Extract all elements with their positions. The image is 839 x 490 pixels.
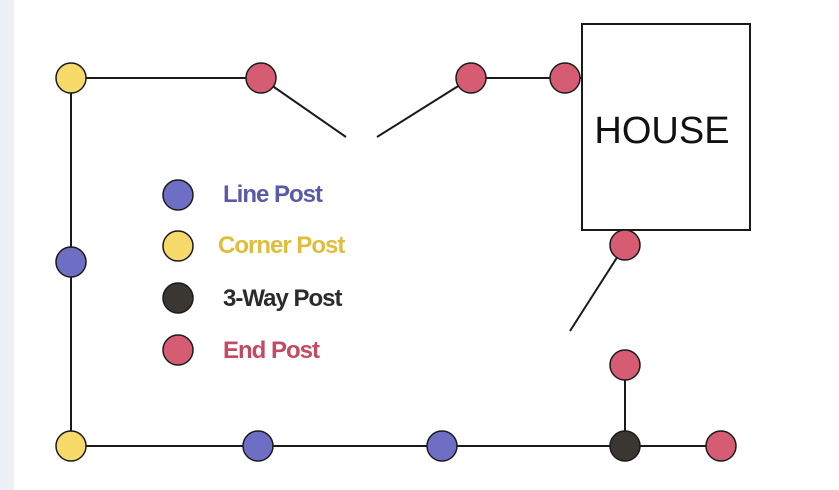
house-box (581, 23, 751, 231)
posts (55, 62, 737, 462)
line-post-left (55, 246, 87, 278)
gate-left-diagonal (260, 77, 347, 138)
legend-item-corner-post: Corner Post (162, 230, 346, 262)
end-post-top-gate-left (245, 62, 277, 94)
line-post-bottom-1 (242, 430, 274, 462)
left-edge-strip (0, 0, 14, 490)
gate-right-diagonal (376, 77, 472, 138)
line-post-bottom-2 (426, 430, 458, 462)
legend: Line Post Corner Post 3-Way Post End Pos… (162, 179, 346, 366)
three-way-post-bottom (609, 430, 641, 462)
house: HOUSE (581, 23, 751, 231)
legend-end-post-label: End Post (223, 337, 320, 364)
end-post-top-house (549, 62, 581, 94)
end-post-branch-top (609, 349, 641, 381)
corner-post-top-left (55, 62, 87, 94)
legend-three-way-post-icon (162, 282, 194, 314)
end-post-top-gate-right (455, 62, 487, 94)
legend-end-post-icon (162, 334, 194, 366)
end-post-house-side (609, 229, 641, 261)
gate-house-diagonal (569, 244, 626, 332)
legend-corner-post-label: Corner Post (218, 232, 345, 259)
legend-line-post-icon (162, 179, 194, 211)
legend-item-end-post: End Post (162, 334, 321, 366)
legend-line-post-label: Line Post (223, 181, 323, 208)
legend-corner-post-icon (162, 230, 194, 262)
legend-three-way-post-label: 3-Way Post (223, 285, 342, 312)
legend-item-line-post: Line Post (162, 179, 324, 211)
legend-item-three-way-post: 3-Way Post (162, 282, 343, 314)
corner-post-bottom-left (55, 430, 87, 462)
end-post-bottom-right (705, 430, 737, 462)
house-label: HOUSE (594, 110, 729, 152)
